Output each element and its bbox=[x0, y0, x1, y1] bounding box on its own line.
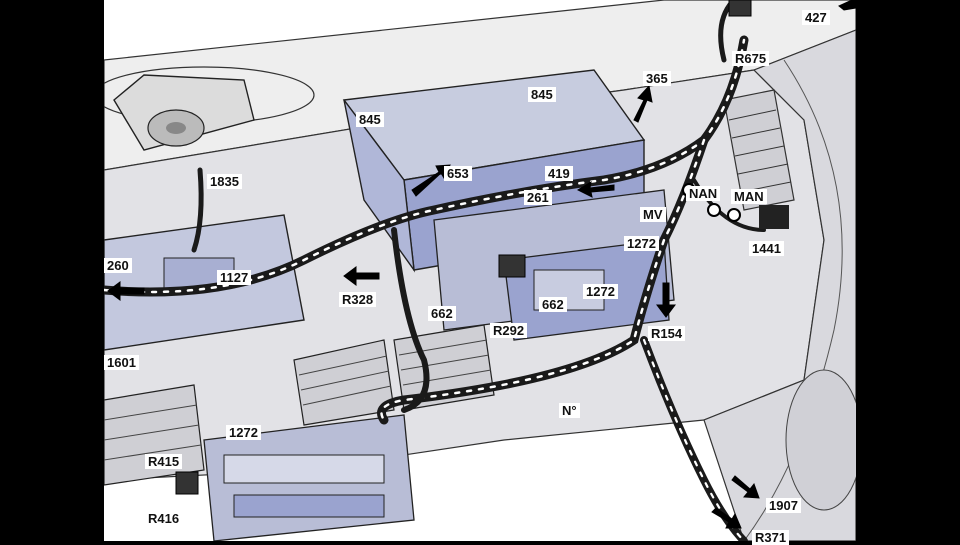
callout-r675: R675 bbox=[732, 51, 770, 66]
callout-261: 261 bbox=[524, 190, 552, 205]
callout-662-left: 662 bbox=[428, 306, 456, 321]
arrow-r154 bbox=[656, 282, 676, 318]
callout-1835: 1835 bbox=[207, 174, 242, 189]
arrow-427 bbox=[838, 0, 856, 11]
callout-1601: 1601 bbox=[104, 355, 139, 370]
arrow-1907 bbox=[731, 475, 760, 499]
callout-845-right: 845 bbox=[528, 87, 556, 102]
callout-365: 365 bbox=[643, 71, 671, 86]
callout-845-left: 845 bbox=[356, 112, 384, 127]
tweeter-speaker bbox=[104, 66, 315, 151]
callout-1272-middle: 1272 bbox=[583, 284, 618, 299]
callout-nan: NAN bbox=[686, 186, 721, 201]
callout-1272-lower: 1272 bbox=[226, 425, 261, 440]
wiring-harness bbox=[104, 0, 766, 541]
callout-r371: R371 bbox=[752, 530, 790, 545]
arrow-r371 bbox=[711, 507, 742, 529]
callout-653: 653 bbox=[444, 166, 472, 181]
right-air-vent bbox=[723, 89, 795, 211]
callout-mv: MV bbox=[640, 207, 666, 222]
callout-r328: R328 bbox=[339, 292, 377, 307]
callout-1907: 1907 bbox=[766, 498, 801, 513]
centre-console bbox=[203, 414, 415, 541]
arrow-r328 bbox=[343, 266, 380, 286]
callout-1272-upper: 1272 bbox=[624, 236, 659, 251]
callout-419: 419 bbox=[545, 166, 573, 181]
callout-man: MAN bbox=[731, 189, 767, 204]
connectors bbox=[175, 0, 789, 495]
arrow-419 bbox=[576, 180, 615, 198]
left-air-vent bbox=[104, 384, 205, 486]
callout-r415: R415 bbox=[145, 454, 183, 469]
door-trim-curve bbox=[743, 59, 843, 541]
callout-662-right: 662 bbox=[539, 297, 567, 312]
callout-1127: 1127 bbox=[217, 270, 252, 285]
callout-1441: 1441 bbox=[749, 241, 784, 256]
arrow-365 bbox=[633, 84, 653, 123]
callout-427: 427 bbox=[802, 10, 830, 25]
direction-arrows bbox=[107, 0, 856, 529]
callout-r416: R416 bbox=[145, 511, 183, 526]
callout-r154: R154 bbox=[648, 326, 686, 341]
callout-n-degree: N° bbox=[559, 403, 580, 418]
door-speaker-outline bbox=[785, 369, 856, 511]
callout-260: 260 bbox=[104, 258, 132, 273]
arrow-260 bbox=[107, 281, 145, 301]
callout-r292: R292 bbox=[490, 323, 528, 338]
